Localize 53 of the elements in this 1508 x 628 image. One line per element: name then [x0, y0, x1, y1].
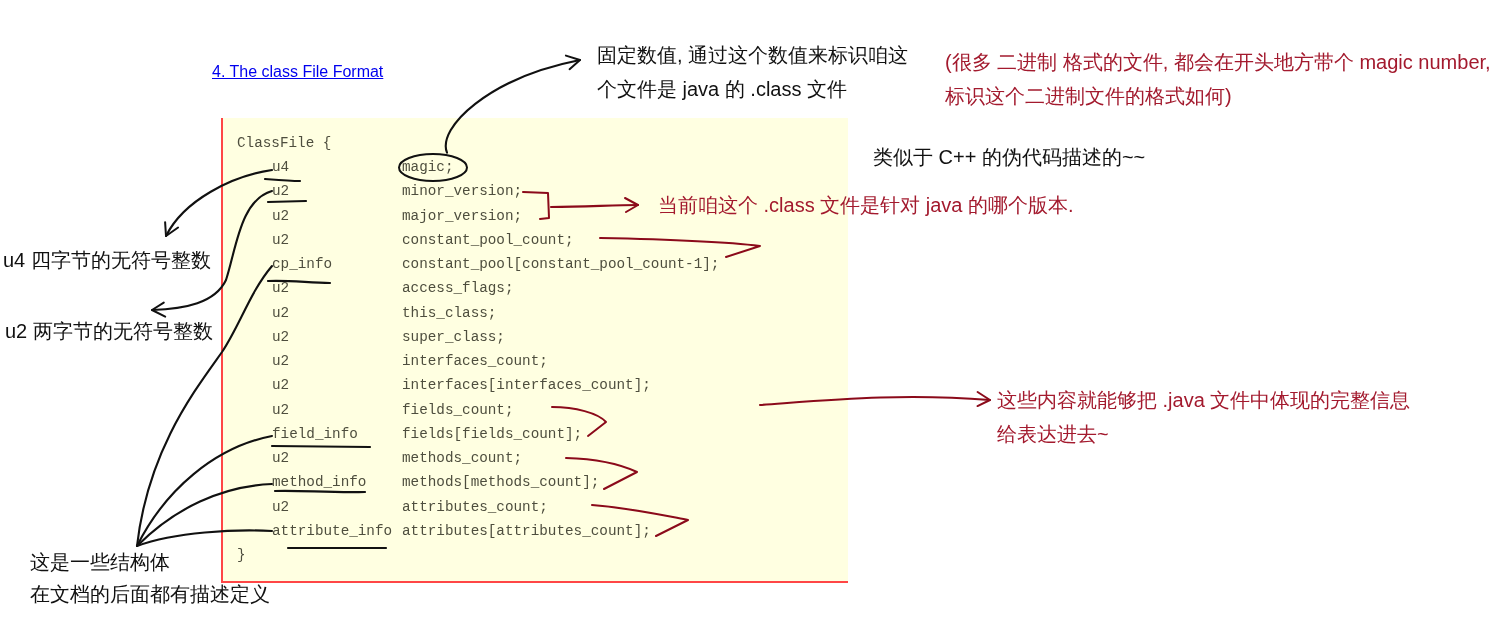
code-text: major_version;	[402, 206, 523, 225]
arrow	[549, 197, 640, 214]
note-text: u4 四字节的无符号整数	[0, 236, 211, 273]
note-text: 固定数值, 通过这个数值来标识咱这个文件是 java 的 .class 文件	[580, 38, 917, 106]
bracket-mark	[521, 190, 551, 221]
code-text: methods[methods_count];	[402, 473, 600, 492]
code-text: field_info	[272, 424, 358, 443]
note-text: 类似于 C++ 的伪代码描述的~~	[873, 145, 1146, 170]
arrow	[758, 391, 992, 408]
code-text: access_flags;	[402, 279, 514, 298]
code-text: ClassFile {	[237, 134, 332, 152]
code-text: fields[fields_count];	[402, 424, 583, 443]
leader-line	[135, 529, 274, 548]
code-text: u2	[272, 327, 290, 346]
code-text: u2	[272, 230, 290, 249]
code-text: fields_count;	[402, 400, 514, 419]
note-text: 在文档的后面都有描述定义	[30, 582, 270, 607]
code-text: u4	[272, 158, 290, 177]
code-text: u2	[272, 352, 290, 371]
code-text: u2	[272, 279, 290, 298]
code-text: attribute_info	[272, 521, 393, 540]
code-text: u2	[272, 400, 290, 419]
note-text: 当前咱这个 .class 文件是针对 java 的哪个版本.	[638, 192, 1074, 218]
code-text: constant_pool[constant_pool_count-1];	[402, 255, 720, 274]
code-text: u2	[272, 449, 290, 468]
arrow	[444, 55, 582, 154]
circled-text: magic;	[398, 152, 468, 182]
code-text: interfaces[interfaces_count];	[402, 376, 651, 395]
note-text: u2 两字节的无符号整数	[2, 310, 213, 344]
code-text: cp_info	[272, 255, 333, 274]
code-text: interfaces_count;	[402, 352, 548, 371]
code-text: methods_count;	[402, 449, 523, 468]
code-text: u2	[272, 303, 290, 322]
link: 4. The class File Format	[212, 62, 384, 82]
note-text: (很多 二进制 格式的文件, 都会在开头地方带个 magic number,标识这个二进制文件的格式如何)	[945, 50, 1492, 109]
arrow	[150, 189, 274, 318]
code-text: attributes[attributes_count];	[402, 521, 651, 540]
code-text: u2	[272, 206, 290, 225]
code-text: constant_pool_count;	[402, 230, 574, 249]
code-text: }	[237, 546, 246, 565]
leader-line	[135, 264, 274, 548]
code-text: u2	[272, 497, 290, 516]
note-text: 这是一些结构体	[30, 550, 170, 575]
arrow	[164, 168, 274, 238]
code-text: method_info	[272, 473, 367, 492]
code-text: this_class;	[402, 303, 497, 322]
leader-line	[135, 482, 274, 548]
code-text: u2	[272, 376, 290, 395]
code-text: super_class;	[402, 327, 505, 346]
note-text: 这些内容就能够把 .java 文件中体现的完整信息给表达进去~	[990, 383, 1415, 451]
code-text: attributes_count;	[402, 497, 548, 516]
code-text: minor_version;	[402, 182, 523, 201]
code-text: u2	[272, 182, 290, 201]
